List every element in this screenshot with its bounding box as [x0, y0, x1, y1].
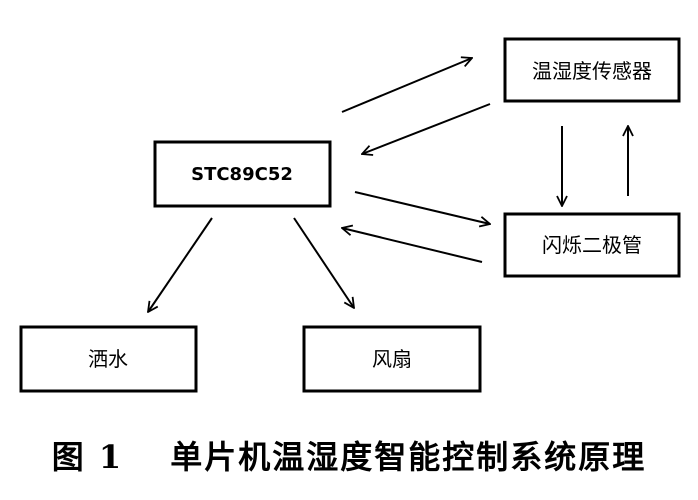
sensor-label: 温湿度传感器 [532, 59, 652, 83]
arrow-mcu-to-fan [293, 217, 354, 308]
led-node: 闪烁二极管 [503, 212, 681, 278]
arrow-mcu-to-led [354, 191, 490, 224]
led-label: 闪烁二极管 [542, 233, 642, 257]
sprinkler-label: 洒水 [88, 347, 128, 371]
fan-node: 风扇 [302, 325, 482, 393]
arrow-mcu-to-sensor [341, 58, 472, 113]
sprinkler-node: 洒水 [19, 325, 198, 393]
mcu-node: STC89C52 [153, 140, 332, 208]
sensor-node: 温湿度传感器 [503, 37, 681, 103]
arrow-led-to-mcu [342, 228, 483, 263]
mcu-label: STC89C52 [191, 164, 293, 185]
fan-label: 风扇 [372, 347, 412, 371]
arrow-sensor-to-mcu [362, 103, 491, 154]
figure-caption: 图 1 单片机温湿度智能控制系统原理 [51, 438, 647, 476]
arrow-mcu-to-sprinkler [148, 217, 213, 312]
block-diagram: STC89C52 温湿度传感器 闪烁二极管 洒水 风扇 [19, 37, 681, 393]
